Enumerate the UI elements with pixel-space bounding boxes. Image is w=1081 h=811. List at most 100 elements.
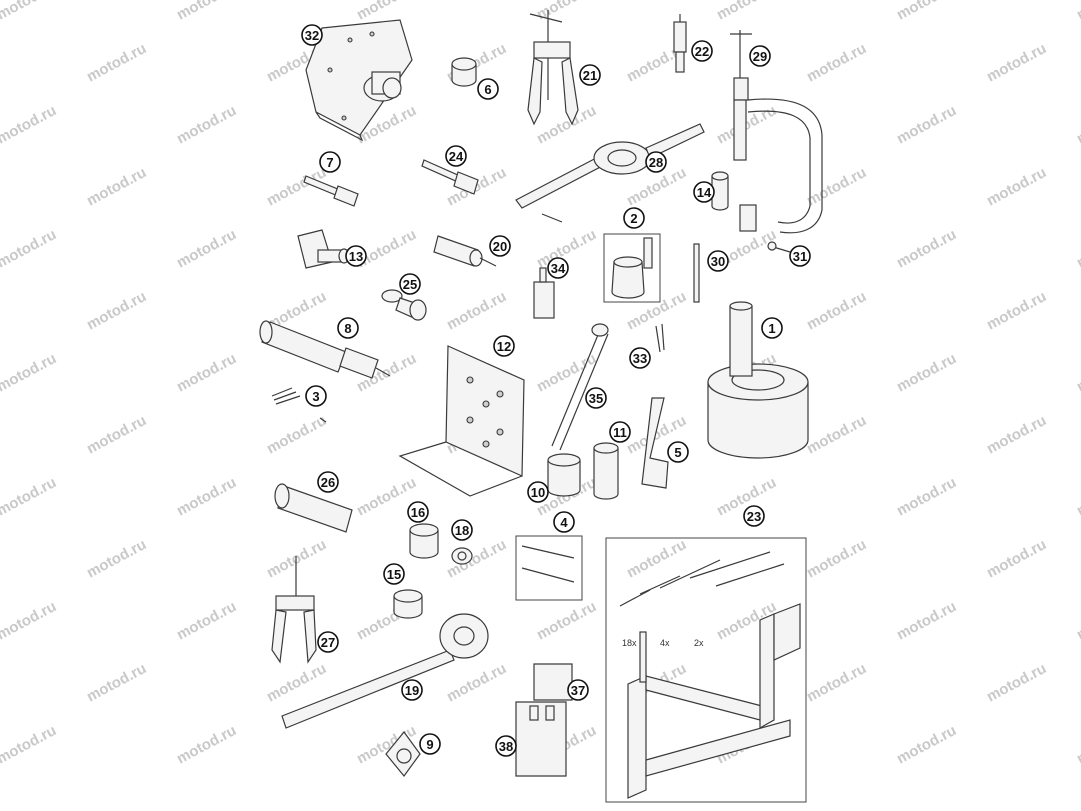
callout-circle [445, 145, 467, 167]
callout-5: 5 [667, 441, 689, 463]
watermark-text: motod.ru [174, 226, 239, 272]
watermark-text: motod.ru [1074, 0, 1081, 24]
callout-circle [301, 24, 323, 46]
tool-2-cup [603, 233, 661, 303]
watermark-text: motod.ru [894, 722, 959, 768]
watermark-text: motod.ru [894, 598, 959, 644]
callout-22: 22 [691, 40, 713, 62]
callout-11: 11 [609, 421, 631, 443]
callout-number: 32 [305, 28, 319, 43]
callout-number: 29 [753, 49, 767, 64]
callout-number: 19 [405, 683, 419, 698]
callout-37: 37 [567, 679, 589, 701]
callout-2: 2 [623, 207, 645, 229]
watermark-text: motod.ru [0, 0, 59, 24]
watermark-layer: motod.ru motod.ru motod.ru motod.ru motod.ru… [0, 0, 1081, 768]
callout-33: 33 [629, 347, 651, 369]
watermark-text: motod.ru [174, 474, 239, 520]
callout-circle [419, 733, 441, 755]
watermark-text: motod.ru [84, 288, 149, 334]
callout-25: 25 [399, 273, 421, 295]
callout-18: 18 [451, 519, 473, 541]
callout-9: 9 [419, 733, 441, 755]
watermark-text: motod.ru [804, 536, 869, 582]
callout-circle [489, 235, 511, 257]
callout-circle [579, 64, 601, 86]
tool-6-sleeve [451, 57, 477, 87]
callout-27: 27 [317, 631, 339, 653]
watermark-text: motod.ru [804, 40, 869, 86]
watermark-text: motod.ru [354, 0, 419, 24]
callout-number: 33 [633, 351, 647, 366]
callout-15: 15 [383, 563, 405, 585]
callout-number: 10 [531, 485, 545, 500]
callout-circle [645, 151, 667, 173]
callout-number: 21 [583, 68, 597, 83]
callout-circle [319, 151, 341, 173]
callout-circle [337, 317, 359, 339]
qty-label-4: 4x [660, 638, 670, 648]
watermark-text: motod.ru [174, 722, 239, 768]
tool-24-pin [421, 159, 479, 195]
watermark-text: motod.ru [894, 0, 959, 24]
callout-number: 27 [321, 635, 335, 650]
callout-circle [691, 40, 713, 62]
callout-circle [629, 347, 651, 369]
tool-23-stand [605, 537, 807, 803]
tool-18-nut [451, 547, 473, 565]
tool-16-ring [409, 523, 439, 559]
callout-number: 13 [349, 249, 363, 264]
callout-number: 3 [312, 389, 319, 404]
callout-32: 32 [301, 24, 323, 46]
callout-circle [495, 735, 517, 757]
callout-circle [399, 273, 421, 295]
watermark-text: motod.ru [1074, 350, 1081, 396]
watermark-text: motod.ru [1074, 598, 1081, 644]
callout-number: 38 [499, 739, 513, 754]
callout-circle [585, 387, 607, 409]
watermark-text: motod.ru [0, 102, 59, 148]
tool-13-adapter [297, 229, 350, 269]
callout-circle [477, 78, 499, 100]
callout-circle [553, 511, 575, 533]
watermark-text: motod.ru [0, 350, 59, 396]
callout-6: 6 [477, 78, 499, 100]
tool-27-puller [271, 556, 317, 664]
tool-29-press [730, 30, 823, 234]
watermark-text: motod.ru [894, 350, 959, 396]
callout-circle [493, 335, 515, 357]
callout-circle [761, 317, 783, 339]
callout-number: 2 [630, 211, 637, 226]
callout-number: 8 [344, 321, 351, 336]
watermark-text: motod.ru [84, 660, 149, 706]
callout-circle [623, 207, 645, 229]
callout-28: 28 [645, 151, 667, 173]
callout-circle [383, 563, 405, 585]
tool-7-pin [303, 175, 359, 207]
callout-number: 26 [321, 475, 335, 490]
callout-38: 38 [495, 735, 517, 757]
watermark-text: motod.ru [84, 40, 149, 86]
watermark-text: motod.ru [624, 536, 689, 582]
callout-31: 31 [789, 245, 811, 267]
tool-11-sleeve [593, 442, 619, 500]
callout-number: 22 [695, 44, 709, 59]
watermark-text: motod.ru [0, 474, 59, 520]
callout-16: 16 [407, 501, 429, 523]
callout-circle [407, 501, 429, 523]
tool-34-gauge [533, 267, 555, 319]
callout-circle [567, 679, 589, 701]
callout-number: 23 [747, 509, 761, 524]
callout-1: 1 [761, 317, 783, 339]
callout-number: 14 [697, 185, 712, 200]
watermark-text: motod.ru [444, 660, 509, 706]
watermark-text: motod.ru [1074, 474, 1081, 520]
callout-circle [451, 519, 473, 541]
callout-circle [749, 45, 771, 67]
callout-number: 35 [589, 391, 603, 406]
watermark-text: motod.ru [984, 164, 1049, 210]
watermark-text: motod.ru [1074, 102, 1081, 148]
tool-19-holder [281, 613, 489, 729]
watermark-text: motod.ru [534, 0, 599, 24]
tool-12-plate [398, 345, 525, 497]
